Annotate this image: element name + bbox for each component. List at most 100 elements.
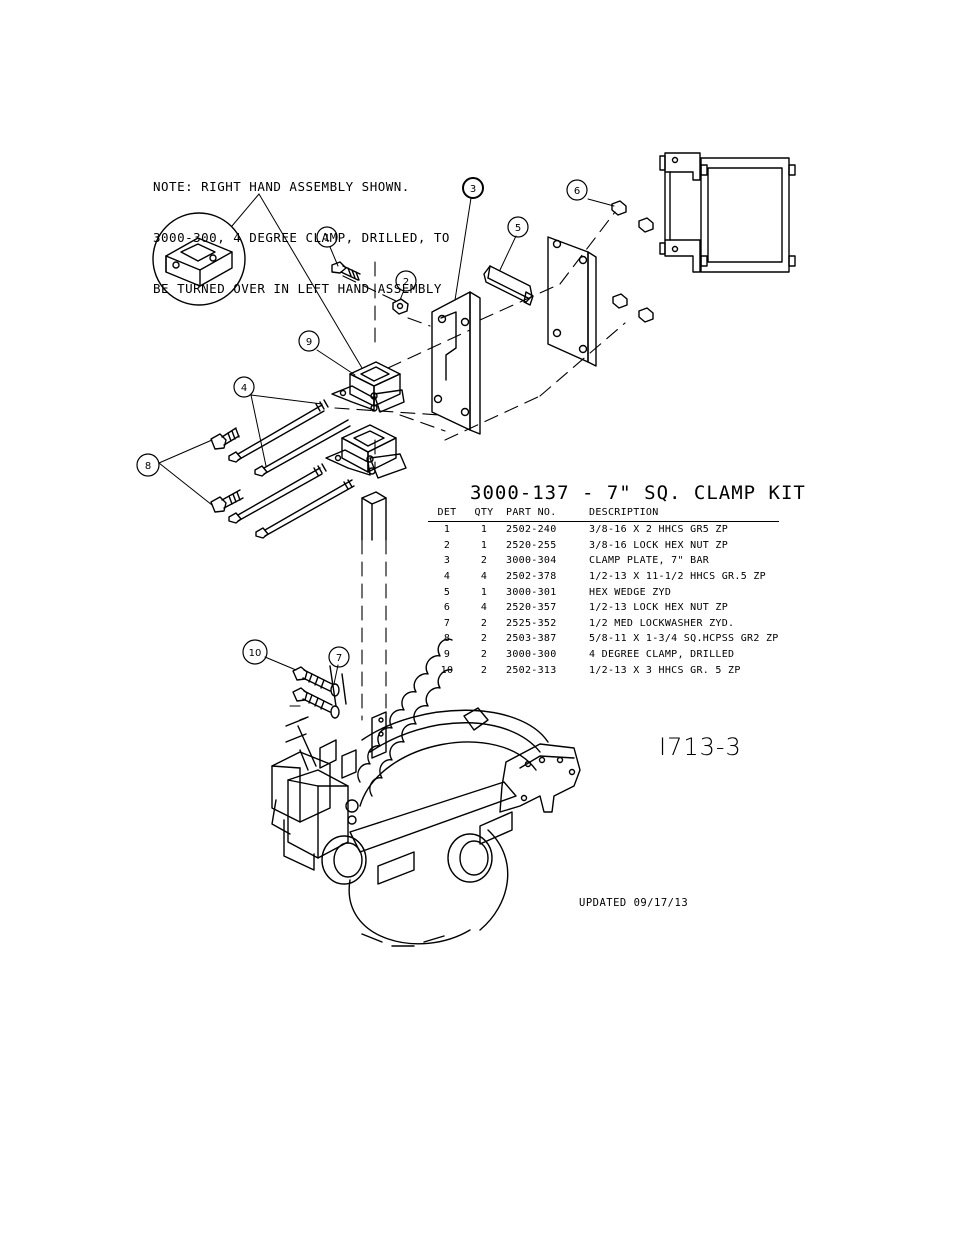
cell-description: 3/8-16 LOCK HEX NUT ZP: [589, 539, 729, 551]
balloon-label: 6: [574, 186, 580, 197]
cell-qty: 2: [480, 633, 488, 645]
cell-det: 4: [443, 571, 451, 583]
table-row: 9 2 3000-300 4 DEGREE CLAMP, DRILLED: [428, 647, 779, 663]
bolt-1: [331, 261, 361, 281]
cell-det: 9: [443, 649, 451, 661]
cell-qty: 2: [480, 555, 488, 567]
table-row: 4 4 2502-378 1/2-13 X 11-1/2 HHCS GR.5 Z…: [428, 569, 779, 585]
square-head-bolts-8: [210, 427, 244, 513]
cell-qty: 4: [480, 571, 488, 583]
cell-description: 1/2 MED LOCKWASHER ZYD.: [589, 617, 735, 629]
table-row: 2 1 2520-255 3/8-16 LOCK HEX NUT ZP: [428, 538, 779, 554]
long-bolts-4: [228, 399, 355, 539]
balloon-9: [298, 330, 320, 352]
balloon-8: [136, 453, 160, 477]
bolts-10: [292, 666, 333, 713]
square-bar: [361, 491, 387, 541]
clamp-plate-3b: [547, 236, 597, 367]
cell-det: 7: [443, 617, 451, 629]
table-row: 1 1 2502-240 3/8-16 X 2 HHCS GR5 ZP: [428, 522, 779, 538]
balloon-2: [395, 270, 417, 292]
balloon-label: 3: [470, 184, 476, 195]
cell-qty: 2: [480, 649, 488, 661]
balloon-label: 1: [324, 233, 330, 244]
cell-qty: 1: [480, 586, 488, 598]
balloon-label: 9: [306, 337, 312, 348]
cell-description: 1/2-13 X 11-1/2 HHCS GR.5 ZP: [589, 571, 766, 583]
cell-description: CLAMP PLATE, 7" BAR: [589, 555, 710, 567]
cell-description: 1/2-13 LOCK HEX NUT ZP: [589, 602, 729, 614]
cell-det: 6: [443, 602, 451, 614]
balloon-leaders: [158, 197, 615, 685]
balloon-label: 4: [241, 383, 247, 394]
clamp-plate-3: [431, 291, 481, 435]
cell-qty: 1: [480, 539, 488, 551]
cell-qty: 1: [480, 524, 488, 536]
note-leaders: [231, 193, 363, 369]
clamp-9-upper: [331, 361, 405, 413]
balloon-5: [507, 216, 529, 238]
header-part-no: PART NO.: [502, 505, 585, 522]
balloon-label: 7: [336, 653, 342, 664]
balloon-label: 2: [403, 277, 409, 288]
cell-description: HEX WEDGE ZYD: [589, 586, 672, 598]
row-unit-assembly: [271, 638, 581, 947]
cell-part-no: 3000-304: [506, 555, 557, 567]
cell-det: 2: [443, 539, 451, 551]
cell-part-no: 2503-387: [506, 633, 557, 645]
lock-nuts-6: [611, 200, 654, 323]
centerlines: [289, 211, 626, 721]
cell-description: 3/8-16 X 2 HHCS GR5 ZP: [589, 524, 729, 536]
detail-view-clamp: [152, 212, 246, 306]
cell-part-no: 2502-378: [506, 571, 557, 583]
balloon-6: [566, 179, 588, 201]
cell-qty: 2: [480, 664, 488, 676]
cell-part-no: 2520-357: [506, 602, 557, 614]
table-row: 6 4 2520-357 1/2-13 LOCK HEX NUT ZP: [428, 600, 779, 616]
hex-wedge-5: [483, 265, 534, 306]
table-row: 3 2 3000-304 CLAMP PLATE, 7" BAR: [428, 553, 779, 569]
cell-det: 10: [440, 664, 454, 676]
kit-title: 3000-137 - 7" SQ. CLAMP KIT: [470, 482, 806, 504]
clamp-9-lower: [325, 424, 407, 479]
balloon-label: 10: [249, 648, 262, 659]
header-description: DESCRIPTION: [585, 505, 779, 522]
table-row: 7 2 2525-352 1/2 MED LOCKWASHER ZYD.: [428, 616, 779, 632]
updated-date: UPDATED 09/17/13: [579, 897, 689, 909]
cell-det: 3: [443, 555, 451, 567]
note-line: NOTE: RIGHT HAND ASSEMBLY SHOWN.: [153, 179, 410, 194]
table-row: 10 2 2502-313 1/2-13 X 3 HHCS GR. 5 ZP: [428, 662, 779, 678]
balloon-3: [462, 177, 484, 199]
cell-qty: 4: [480, 602, 488, 614]
cell-det: 8: [443, 633, 451, 645]
cell-qty: 2: [480, 617, 488, 629]
table-row: 8 2 2503-387 5/8-11 X 1-3/4 SQ.HCPSS GR2…: [428, 631, 779, 647]
cell-part-no: 2502-240: [506, 524, 557, 536]
balloon-10: [242, 639, 268, 665]
header-det: DET: [428, 505, 466, 522]
nut-2: [392, 298, 409, 315]
balloon-label: 8: [145, 461, 151, 472]
assembly-note: NOTE: RIGHT HAND ASSEMBLY SHOWN. 3000-30…: [153, 144, 450, 314]
balloon-1: [316, 226, 338, 248]
cell-part-no: 2520-255: [506, 539, 557, 551]
drawing-number: I713-3: [659, 733, 742, 761]
cell-part-no: 3000-301: [506, 586, 557, 598]
cell-description: 4 DEGREE CLAMP, DRILLED: [589, 649, 735, 661]
cell-description: 5/8-11 X 1-3/4 SQ.HCPSS GR2 ZP: [589, 633, 779, 645]
cell-det: 5: [443, 586, 451, 598]
balloon-7: [328, 646, 350, 668]
balloon-label: 5: [515, 223, 521, 234]
cell-part-no: 2525-352: [506, 617, 557, 629]
cell-det: 1: [443, 524, 451, 536]
balloon-4: [233, 376, 255, 398]
cell-part-no: 2502-313: [506, 664, 557, 676]
header-qty: QTY: [466, 505, 502, 522]
parts-table-header: DET QTY PART NO. DESCRIPTION: [428, 505, 779, 522]
note-line: 3000-300, 4 DEGREE CLAMP, DRILLED, TO: [153, 230, 450, 245]
frame-top-view: [659, 152, 796, 273]
cell-description: 1/2-13 X 3 HHCS GR. 5 ZP: [589, 664, 741, 676]
cell-part-no: 3000-300: [506, 649, 557, 661]
table-row: 5 1 3000-301 HEX WEDGE ZYD: [428, 584, 779, 600]
